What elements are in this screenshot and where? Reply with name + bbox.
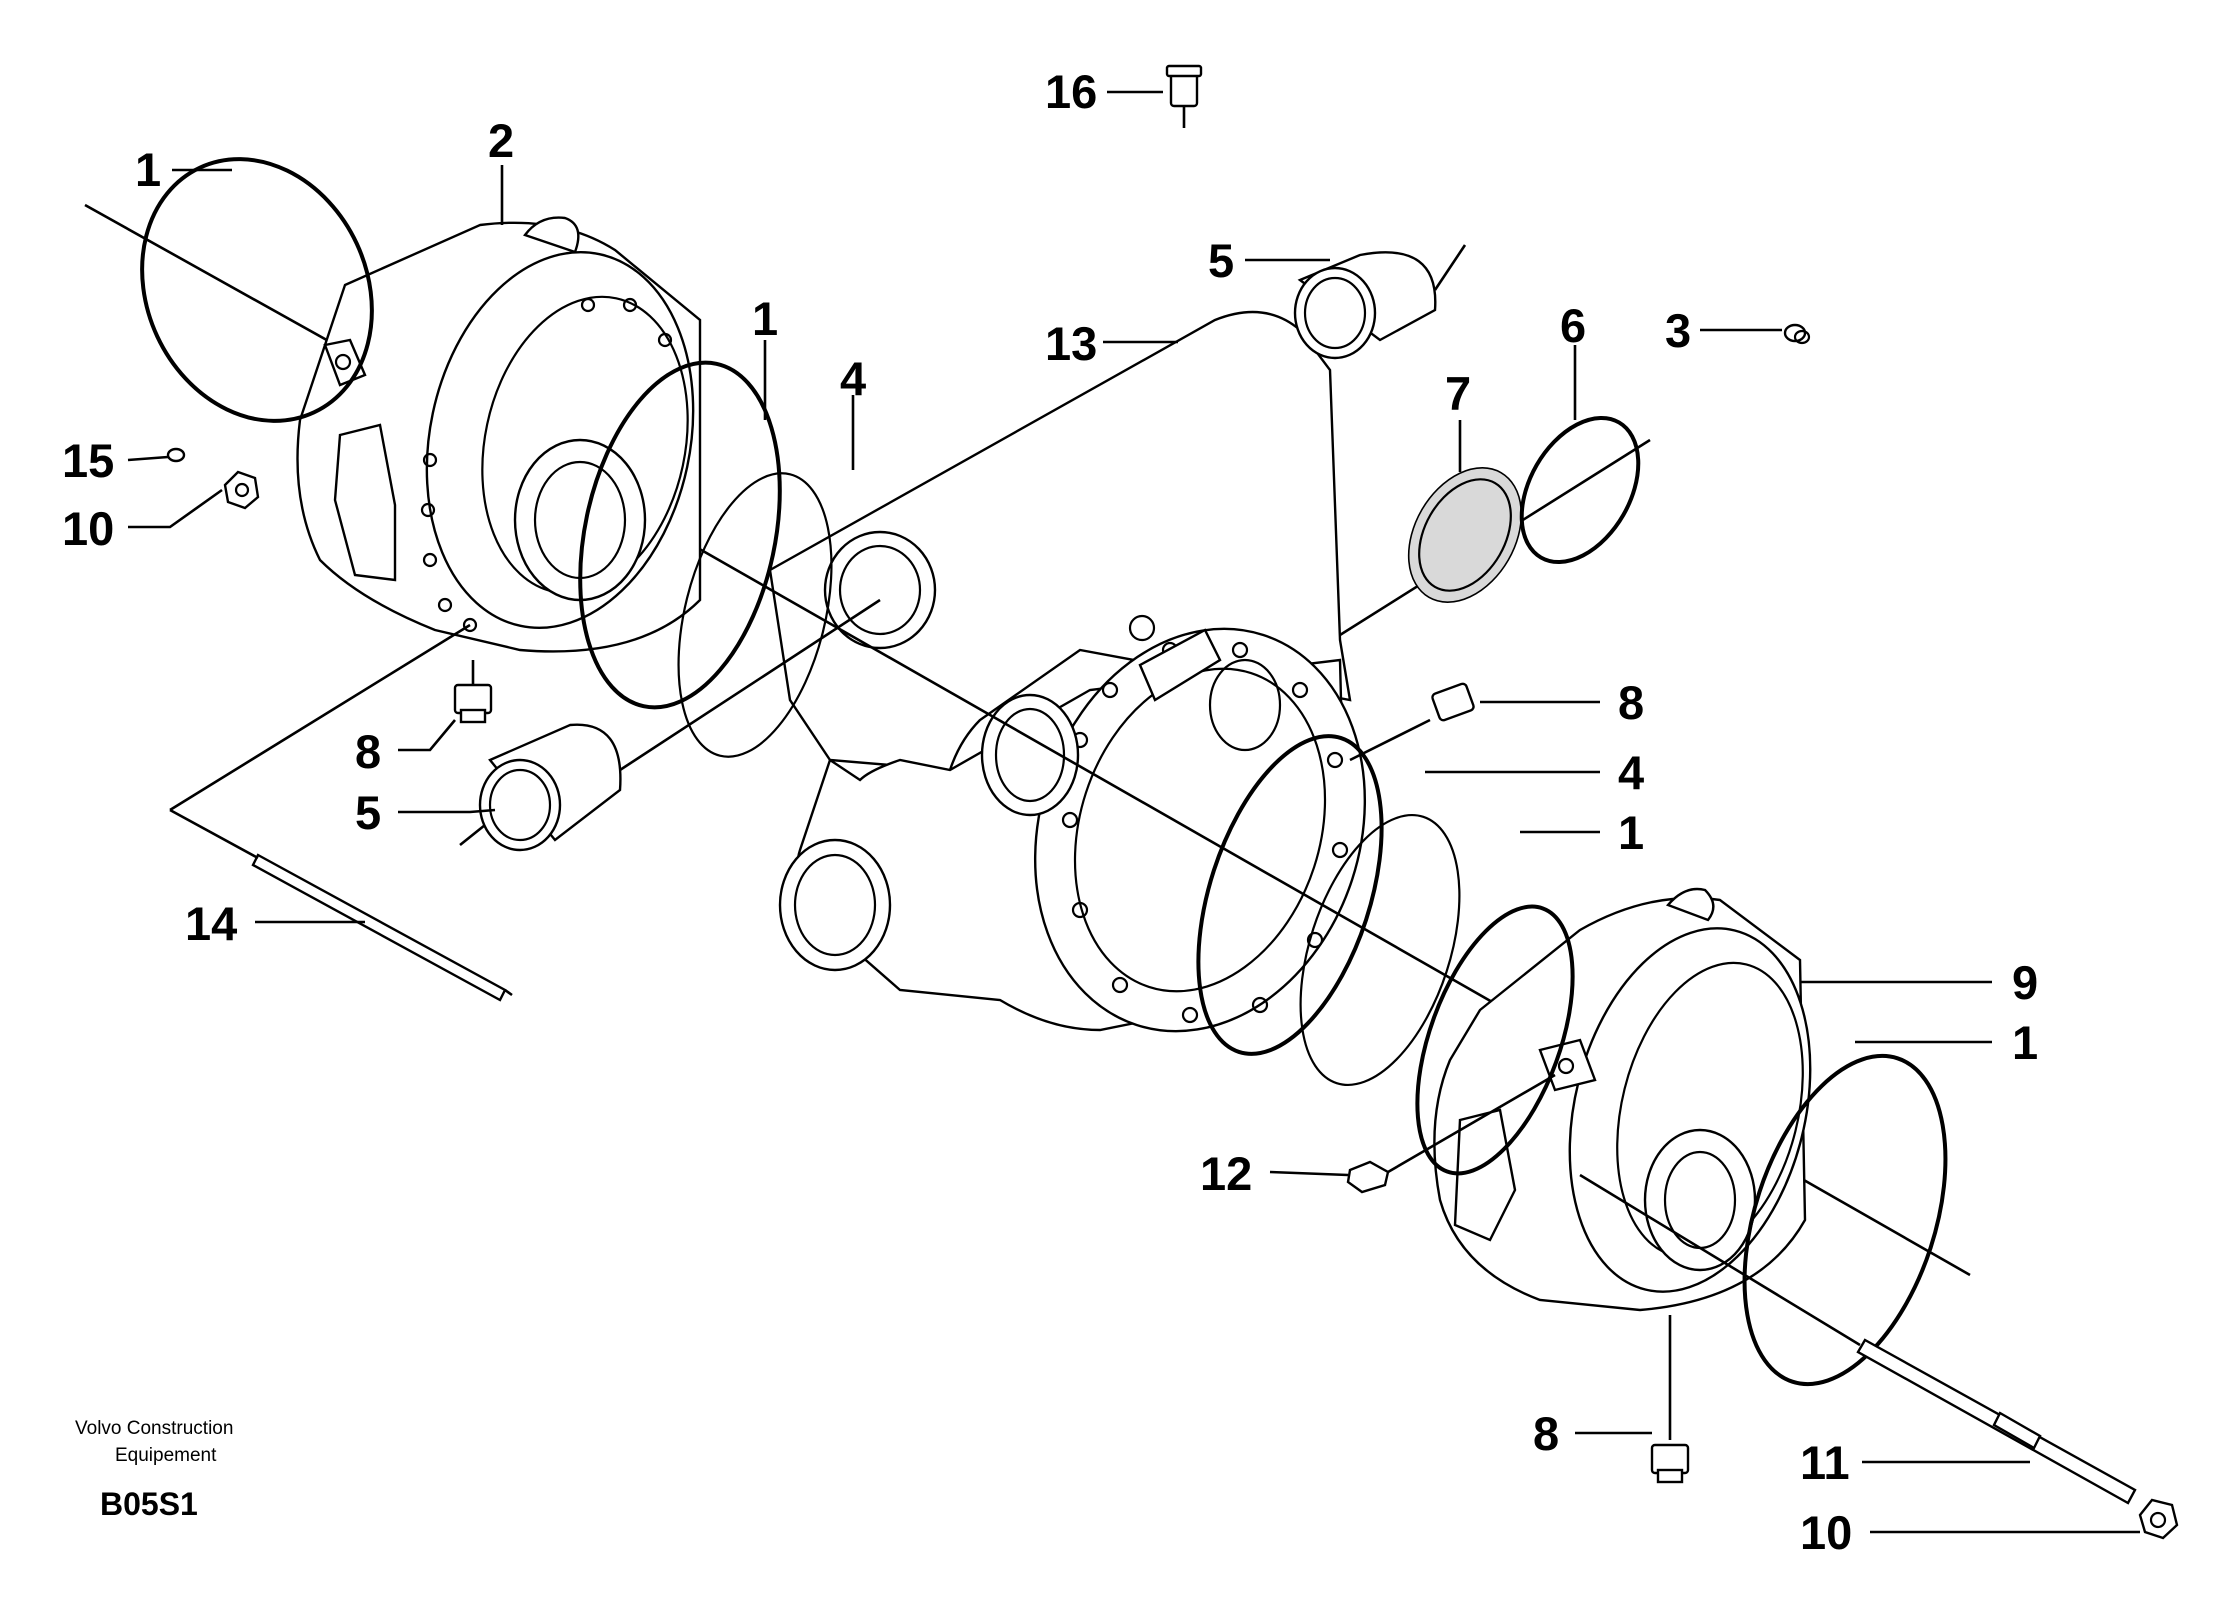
callout-10-right: 10 [1800, 1506, 1852, 1559]
callout-6: 6 [1560, 299, 1586, 352]
callout-13: 13 [1045, 317, 1097, 370]
hex-nut-right [2138, 1498, 2179, 1540]
o-ring-left-outer [140, 157, 374, 423]
callout-2: 2 [488, 114, 514, 167]
callout-14: 14 [185, 897, 237, 950]
o-ring-right-outer [1742, 1053, 1948, 1387]
callout-7: 7 [1445, 367, 1471, 420]
brand-line-2: Equipement [115, 1445, 217, 1466]
drain-plug-right [1650, 1315, 1690, 1484]
o-ring-left-inner [578, 360, 782, 710]
callout-9: 9 [2012, 956, 2038, 1009]
filter-disc [1407, 467, 1523, 603]
callout-4-left: 4 [840, 352, 866, 405]
drawing-code: B05S1 [100, 1486, 198, 1522]
drain-plug-mid [1349, 682, 1475, 762]
hex-nut-left [223, 470, 260, 510]
callout-12: 12 [1200, 1147, 1252, 1200]
callout-1-right-inner: 1 [1618, 806, 1644, 859]
callout-1-left-outer: 1 [135, 143, 161, 196]
leader-lines [127, 90, 2140, 1534]
left-bearing-housing [296, 216, 702, 653]
footer-brand: Volvo Construction Equipement B05S1 [75, 1418, 233, 1522]
callout-10-left: 10 [62, 502, 114, 555]
seal-ring-left [677, 472, 833, 758]
nipple-fitting [1783, 323, 1811, 345]
stud-bolt-left [169, 623, 513, 1002]
right-bearing-housing [1433, 887, 1812, 1312]
callout-5-left: 5 [355, 786, 381, 839]
stud-bolt-right [1579, 1173, 2137, 1505]
bushing-left [459, 598, 881, 852]
breather-fitting [1165, 64, 1203, 128]
snap-ring [1519, 415, 1641, 565]
callout-11: 11 [1800, 1436, 1850, 1489]
axle-housing [768, 310, 1367, 1033]
callout-1-left-inner: 1 [752, 292, 778, 345]
callout-4-right: 4 [1618, 746, 1644, 799]
flange-bolt-holes [1061, 641, 1349, 1024]
grease-fitting [1346, 1073, 1556, 1194]
callout-3: 3 [1665, 304, 1691, 357]
small-plug [166, 447, 186, 463]
callout-15: 15 [62, 434, 114, 487]
callout-1-right-outer: 1 [2012, 1016, 2038, 1069]
callout-8-mid: 8 [1618, 676, 1644, 729]
callout-labels: 16 1 2 15 10 8 5 14 1 4 13 5 7 6 3 8 4 1… [62, 65, 2038, 1559]
bushing-top [1293, 244, 1467, 360]
brand-line-1: Volvo Construction [75, 1418, 233, 1439]
callout-5-top: 5 [1208, 234, 1234, 287]
callout-16: 16 [1045, 65, 1097, 118]
callout-8-right: 8 [1533, 1407, 1559, 1460]
o-ring-right-mid [1415, 904, 1575, 1176]
o-ring-right-inner [1299, 814, 1461, 1086]
left-housing-bolt-holes [420, 297, 673, 633]
seal-ring-right [1196, 734, 1384, 1056]
callout-8-left: 8 [355, 725, 381, 778]
drain-plug-left [453, 660, 493, 724]
